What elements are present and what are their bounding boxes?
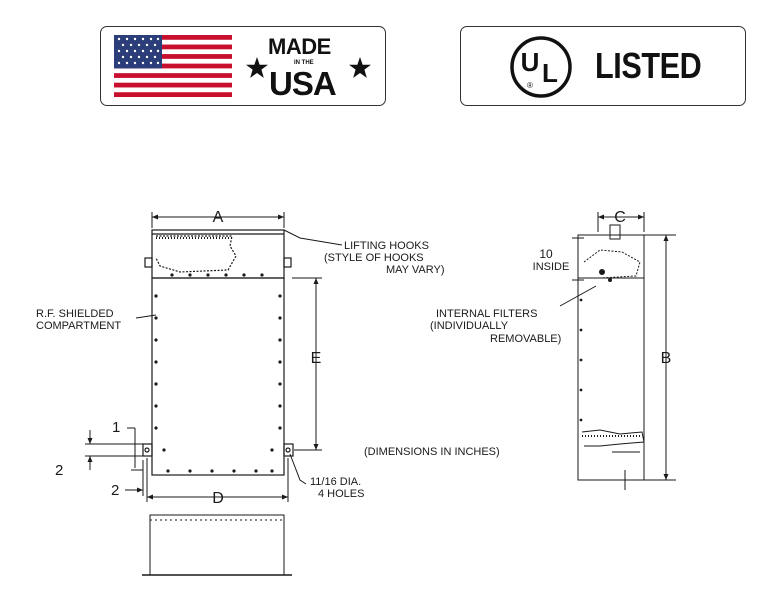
internal-filters-line1: INTERNAL FILTERS [436, 308, 537, 320]
side-rivets [579, 269, 612, 422]
internal-filters-leader [559, 285, 597, 307]
enclosure-body [151, 277, 285, 476]
dim-c-label: C [614, 209, 626, 226]
cutaway-edge [155, 235, 237, 273]
side-cutaway-bottom [581, 429, 645, 447]
lifting-hooks-line2: (STYLE OF HOOKS [324, 252, 424, 264]
usa-word: USA [269, 65, 337, 102]
side-cutaway-top [583, 249, 641, 279]
dimensions-note: (DIMENSIONS IN INCHES) [364, 446, 500, 458]
lifting-hooks-line1: LIFTING HOOKS [344, 240, 429, 252]
mounting-foot-right [283, 443, 294, 457]
dim-2-label-left: 2 [55, 462, 63, 479]
dim-d-label: D [212, 490, 224, 507]
lifting-hooks-line3: MAY VARY) [386, 264, 444, 276]
holes-leader [289, 453, 307, 485]
dim-10-label: 10 [539, 247, 553, 261]
listed-label: LISTED [595, 45, 702, 86]
dim-1-label: 1 [112, 419, 120, 436]
ul-mark-icon: U L ® [510, 36, 572, 98]
rf-shielded-line2: COMPARTMENT [36, 320, 121, 332]
dim-a-label: A [213, 209, 224, 226]
rf-compartment-leader [135, 314, 157, 319]
inside-label: INSIDE [533, 261, 570, 273]
rivet-dots [154, 273, 282, 473]
us-flag-icon [114, 35, 232, 97]
ul-listed-badge: U L ® LISTED [460, 26, 746, 106]
made-word: MADE [268, 34, 331, 59]
in-the-word: IN THE [294, 60, 314, 66]
holes-note-line1: 11/16 DIA. [310, 476, 361, 488]
registered-mark: ® [527, 81, 533, 90]
side-view-body [577, 234, 645, 481]
ul-l-letter: L [542, 58, 558, 88]
mounting-foot-left [142, 443, 153, 457]
lifting-hook-right [283, 257, 292, 268]
dim-2-label-bottom: 2 [111, 482, 119, 499]
star-icon [349, 57, 371, 78]
made-in-usa-badge: MADE IN THE USA [100, 26, 386, 106]
dim-e-label: E [311, 350, 322, 367]
bottom-view-box [149, 514, 285, 576]
dim-b-label: B [661, 350, 672, 367]
holes-note-line2: 4 HOLES [318, 488, 364, 500]
lifting-hook-left [144, 257, 153, 268]
ul-u-letter: U [521, 47, 540, 77]
star-icon [246, 57, 268, 78]
internal-filters-line2: (INDIVIDUALLY [430, 320, 509, 332]
lifting-hooks-leader [283, 229, 343, 246]
side-lifting-hook [609, 224, 621, 240]
internal-filters-line3: REMOVABLE) [490, 333, 561, 345]
rf-shielded-line1: R.F. SHIELDED [36, 308, 114, 320]
